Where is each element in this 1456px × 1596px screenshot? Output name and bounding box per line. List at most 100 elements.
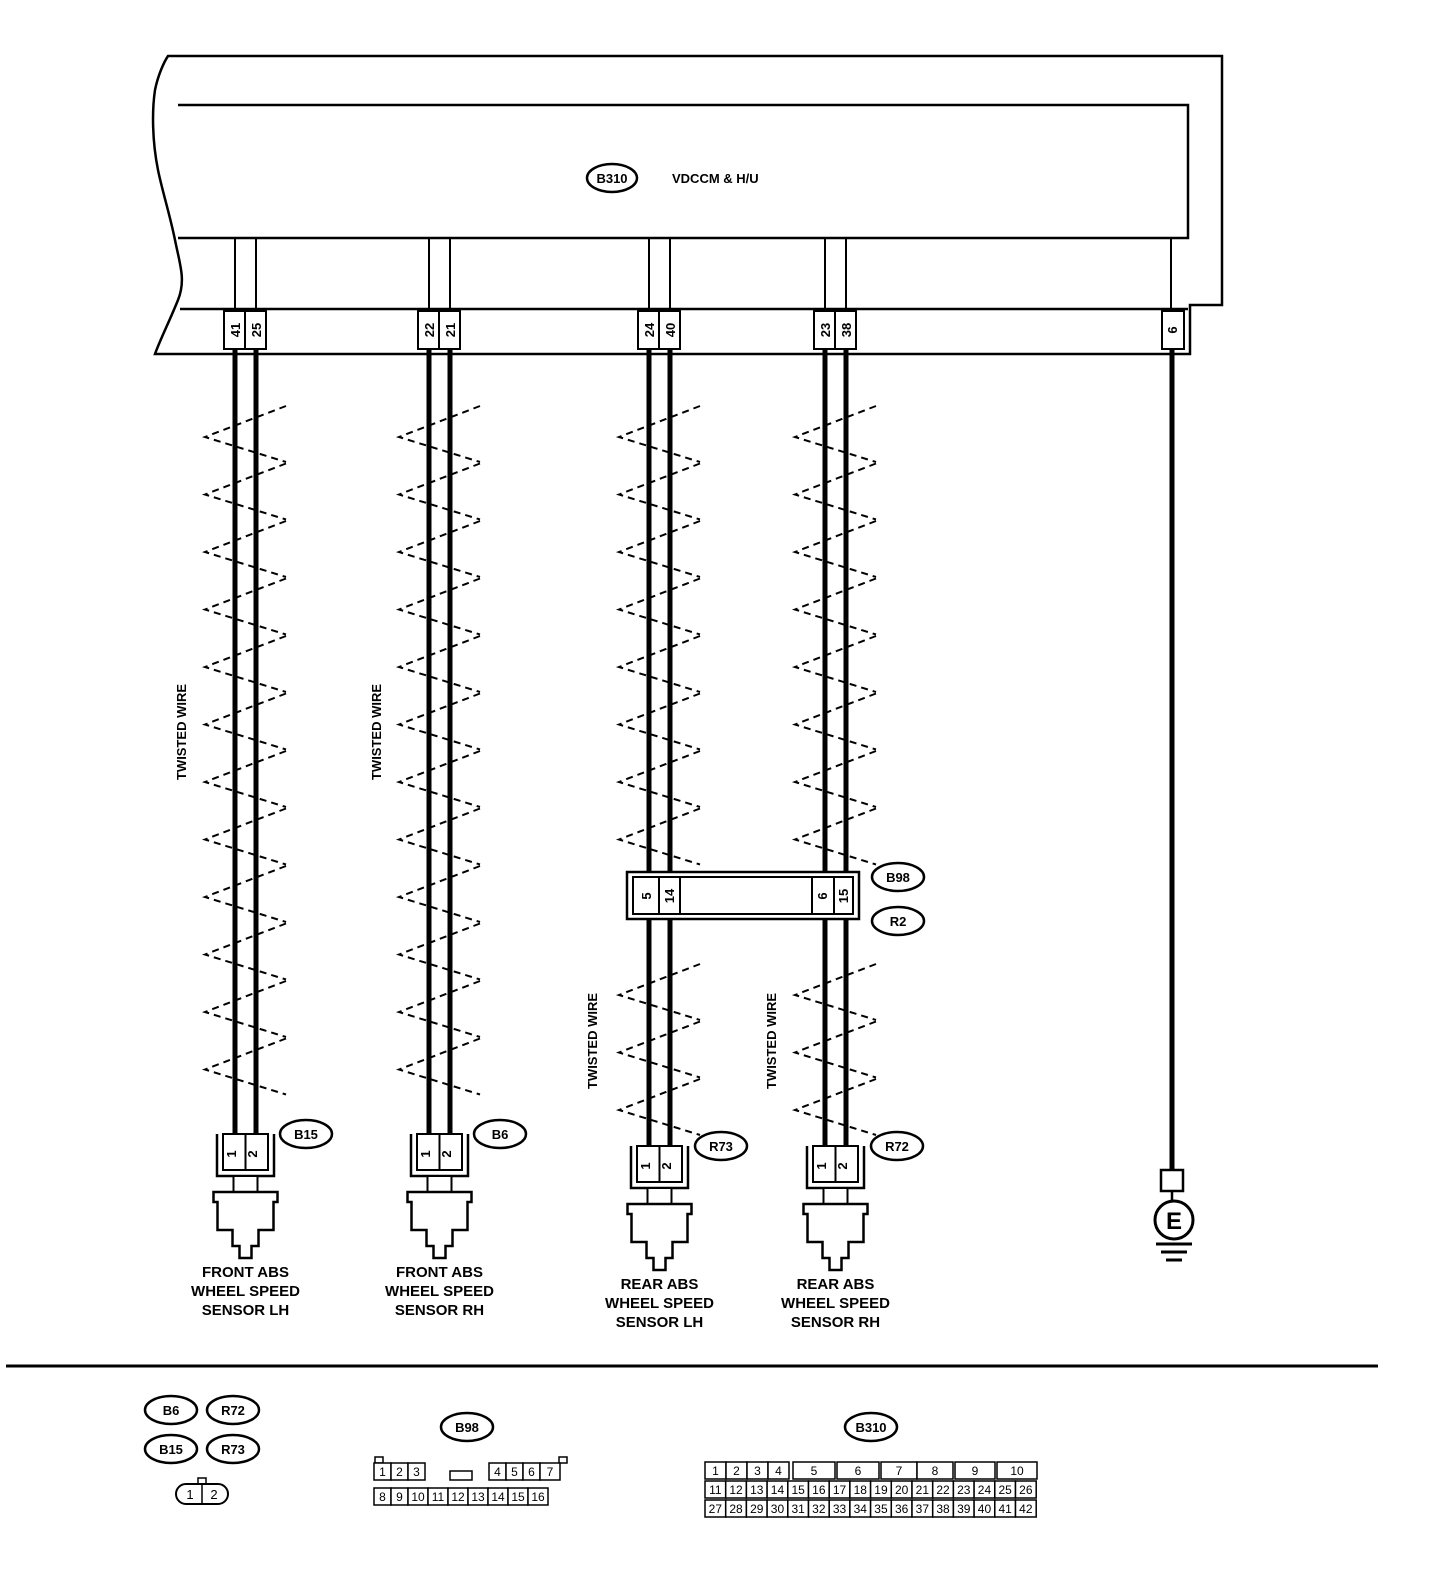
sensor-label-line: FRONT ABS: [396, 1264, 483, 1281]
pin-number: 16: [531, 1490, 545, 1504]
pin-number: 2: [396, 1465, 403, 1479]
sensor-label-line: WHEEL SPEED: [191, 1283, 300, 1300]
twist-chevron: [395, 865, 481, 923]
sensor-pin-1: 1: [418, 1150, 433, 1157]
twist-chevron: [201, 692, 287, 751]
pin-number: 39: [957, 1502, 971, 1516]
pin-number: 12: [451, 1490, 465, 1504]
pin-41: 41: [228, 323, 243, 337]
pin-number: 5: [811, 1464, 818, 1478]
twist-chevron: [615, 750, 701, 808]
b310-module-code: B310: [596, 171, 627, 186]
b98-code: B98: [886, 870, 910, 885]
harness-wires: [232, 349, 1175, 1170]
pin-number: 27: [709, 1502, 723, 1516]
twist-chevron: [201, 462, 287, 521]
twist-chevron: [791, 963, 877, 1021]
legend-sensor-connector: B6 R72 B15 R73 1 2: [143, 1394, 261, 1505]
pin-38: 38: [839, 323, 854, 337]
pin-number: 6: [855, 1464, 862, 1478]
pin-number: 15: [791, 1483, 805, 1497]
twist-chevron: [395, 692, 481, 751]
twist-chevron: [201, 635, 287, 693]
pin-number: 20: [895, 1483, 909, 1497]
pin-number: 5: [511, 1465, 518, 1479]
twist-chevron: [615, 1078, 701, 1136]
sensor-body: [406, 1190, 473, 1260]
pin-number: 29: [750, 1502, 764, 1516]
legend-sensor-pin-2: 2: [210, 1487, 217, 1502]
pin-number: 13: [471, 1490, 485, 1504]
ecm-pin-numbers: 41 25 22 21 24 40 23 38 6: [228, 322, 1180, 337]
pin-number: 7: [896, 1464, 903, 1478]
pin-cell: [1014, 1480, 1037, 1499]
pin-number: 3: [754, 1464, 761, 1478]
pin-23: 23: [818, 323, 833, 337]
r2-code: R2: [890, 914, 907, 929]
twist-chevron: [615, 577, 701, 636]
legend-r72: R72: [221, 1403, 245, 1418]
relay-pin-6: 6: [815, 892, 830, 899]
connector-badge: [472, 1118, 528, 1150]
pin-number: 31: [791, 1502, 805, 1516]
vdccm-module: [151, 54, 1224, 356]
twist-chevron: [791, 692, 877, 751]
twist-chevron: [615, 1020, 701, 1079]
pin-number: 11: [709, 1483, 722, 1497]
twist-chevron: [201, 1037, 287, 1096]
pin-number: 17: [833, 1483, 847, 1497]
pin-cell: [916, 1461, 954, 1480]
pin-cell: [836, 1461, 880, 1480]
pin-number: 36: [895, 1502, 909, 1516]
pin-cell: [767, 1461, 790, 1480]
pin-cell: [539, 1462, 561, 1481]
twist-chevron: [615, 963, 701, 1021]
pin-number: 22: [936, 1483, 950, 1497]
pin-cell: [1014, 1499, 1037, 1518]
twist-chevron: [791, 1020, 877, 1079]
pin-6-ground: 6: [1165, 326, 1180, 333]
twist-chevron: [201, 807, 287, 866]
pin-25: 25: [249, 323, 264, 337]
pin-number: 16: [812, 1483, 826, 1497]
twist-chevron: [791, 462, 877, 521]
twist-chevron: [615, 692, 701, 751]
pin-number: 4: [494, 1465, 501, 1479]
pin-number: 32: [812, 1502, 826, 1516]
internal-wires: [234, 238, 1172, 311]
relay-pin-5: 5: [639, 892, 654, 899]
pin-cell: [407, 1462, 426, 1481]
pin-number: 3: [413, 1465, 420, 1479]
pin-number: 13: [750, 1483, 764, 1497]
sensor-label-line: SENSOR RH: [791, 1314, 880, 1331]
module-name: VDCCM & H/U: [672, 171, 759, 186]
legend-r73: R73: [221, 1442, 245, 1457]
connector-code: B6: [492, 1127, 509, 1142]
twist-chevron: [395, 807, 481, 866]
twist-chevron: [615, 462, 701, 521]
sensor-label-line: SENSOR RH: [395, 1302, 484, 1319]
twist-chevron: [201, 405, 287, 463]
twist-chevron: [791, 405, 877, 463]
pin-number: 4: [775, 1464, 782, 1478]
connector-badge: [693, 1130, 749, 1162]
twist-chevron: [791, 635, 877, 693]
pin-cell: [792, 1461, 836, 1480]
twist-chevron: [615, 520, 701, 578]
pin-22: 22: [422, 323, 437, 337]
pin-number: 2: [733, 1464, 740, 1478]
sensor-pin-1: 1: [814, 1162, 829, 1169]
relay-connector-b98-r2: 5 14 6 15 B98 R2: [625, 861, 926, 937]
legend-b310-code: B310: [855, 1420, 886, 1435]
sensor-label-line: REAR ABS: [621, 1276, 699, 1293]
pin-number: 11: [432, 1490, 445, 1504]
pin-number: 1: [379, 1465, 386, 1479]
pin-24: 24: [642, 322, 657, 337]
